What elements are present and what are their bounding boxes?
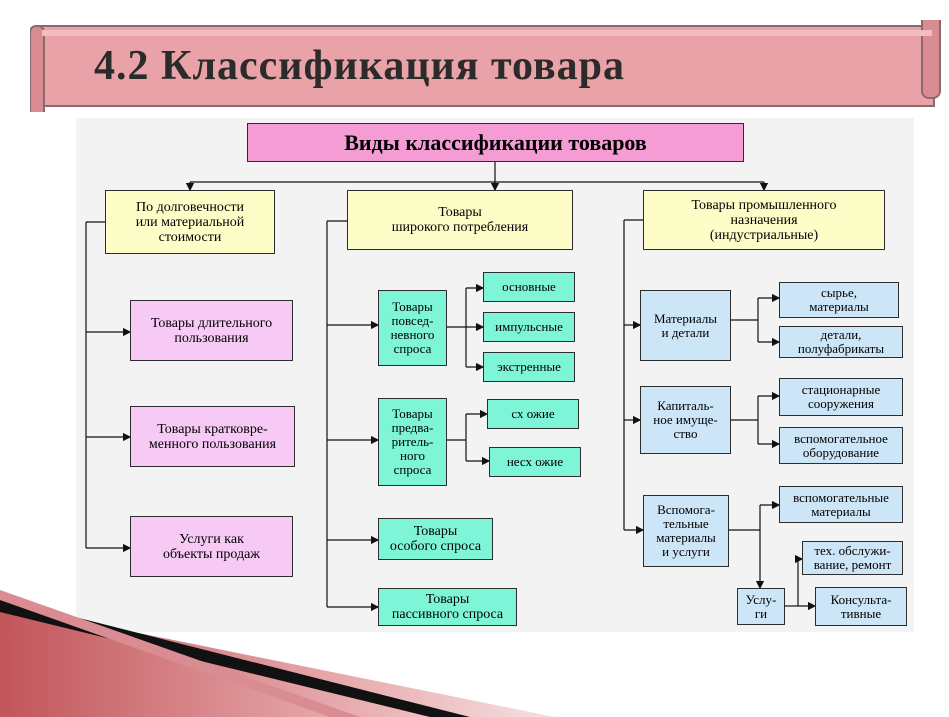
maintenance-repair: тех. обслужи- вание, ремонт	[802, 541, 903, 575]
durability-group: По долговечности или материальной стоимо…	[105, 190, 275, 254]
everyday-impulse: импульсные	[483, 312, 575, 342]
consumer-group: Товары широкого потребления	[347, 190, 573, 250]
consulting-services: Консульта- тивные	[815, 587, 907, 626]
title-banner	[30, 20, 942, 112]
auxiliary-equipment: вспомогательное оборудование	[779, 427, 903, 464]
root-node: Виды классификации товаров	[247, 123, 744, 162]
special-demand-goods: Товары особого спроса	[378, 518, 493, 560]
preliminary-similar: сх ожие	[487, 399, 579, 429]
materials-parts: Материалы и детали	[640, 290, 731, 361]
passive-demand-goods: Товары пассивного спроса	[378, 588, 517, 626]
everyday-basic: основные	[483, 272, 575, 302]
parts-semifinished: детали, полуфабрикаты	[779, 326, 903, 358]
short-term-goods: Товары кратковре- менного пользования	[130, 406, 295, 467]
everyday-emergency: экстренные	[483, 352, 575, 382]
services-node: Услу- ги	[737, 588, 785, 625]
page-title: 4.2 Классификация товара	[94, 43, 626, 89]
capital-property: Капиталь- ное имуще- ство	[640, 386, 731, 454]
everyday-goods: Товары повсед- невного спроса	[378, 290, 447, 366]
auxiliary-materials: вспомогательные материалы	[779, 486, 903, 523]
industrial-group: Товары промышленного назначения (индустр…	[643, 190, 885, 250]
preliminary-goods: Товары предва- ритель- ного спроса	[378, 398, 447, 486]
stationary-structures: стационарные сооружения	[779, 378, 903, 416]
services-as-sales: Услуги как объекты продаж	[130, 516, 293, 577]
long-term-goods: Товары длительного пользования	[130, 300, 293, 361]
auxiliary-materials-services: Вспомога- тельные материалы и услуги	[643, 495, 729, 567]
preliminary-dissimilar: несх ожие	[489, 447, 581, 477]
raw-materials: сырье, материалы	[779, 282, 899, 318]
decorative-wedge	[0, 590, 555, 717]
scroll-shape	[30, 20, 941, 112]
